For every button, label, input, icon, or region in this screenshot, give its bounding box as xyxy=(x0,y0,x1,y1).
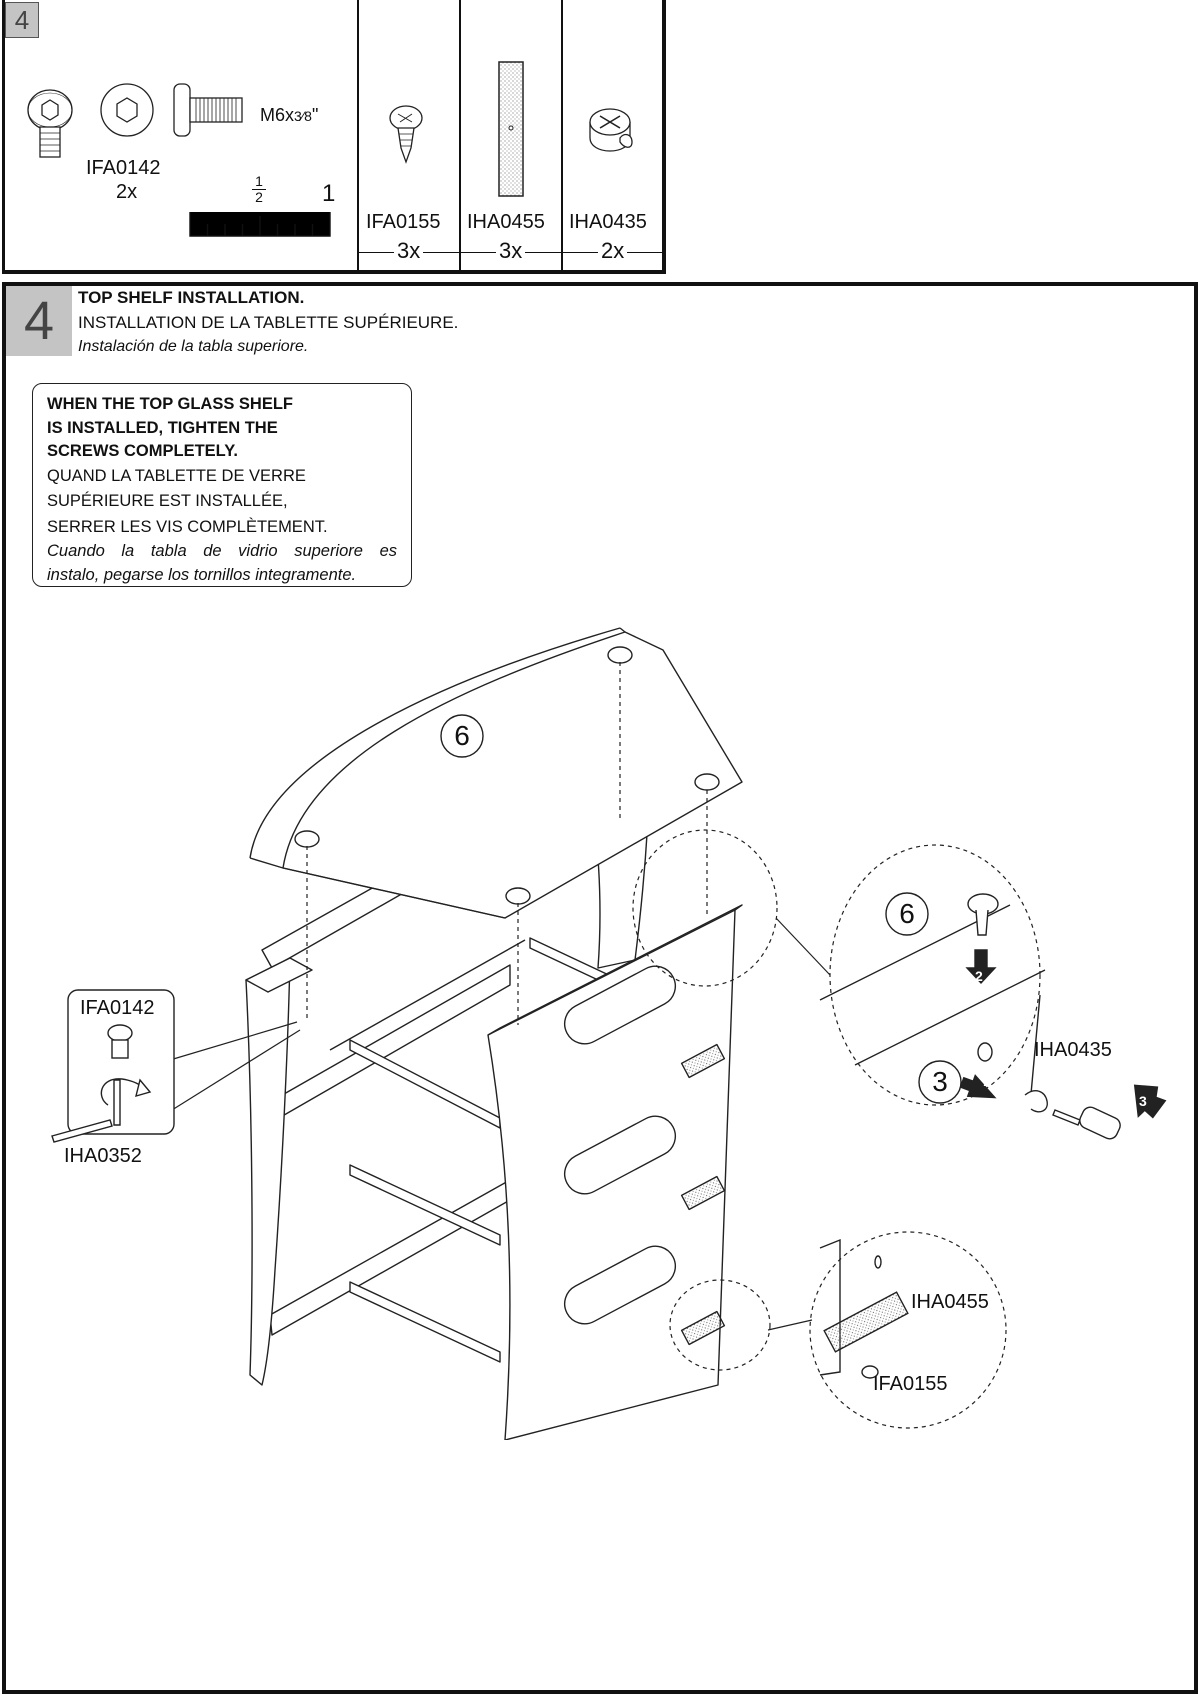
step-title-fr: INSTALLATION DE LA TABLETTE SUPÉRIEURE. xyxy=(78,313,459,332)
tighten-screws-note: WHEN THE TOP GLASS SHELF IS INSTALLED, T… xyxy=(32,383,412,587)
cam-lock-icon xyxy=(589,108,633,152)
callout-iha0352-label: IHA0352 xyxy=(64,1145,142,1167)
note-es-line: instalo, pegarse los tornillos integrame… xyxy=(47,565,357,584)
ruler-one-label: 1 xyxy=(322,180,336,207)
iha0435-qty-row: 2x xyxy=(562,240,662,264)
screw-icon xyxy=(389,105,423,164)
iha0455-qty-row: 3x xyxy=(460,240,561,264)
ifa0142-size-label: M6x3⁄8" xyxy=(260,105,319,125)
step-title-en: TOP SHELF INSTALLATION. xyxy=(78,288,305,307)
note-en-line: SCREWS COMPLETELY. xyxy=(47,442,238,460)
ruler-half-label: 1 2 xyxy=(252,174,266,205)
note-fr-line: QUAND LA TABLETTE DE VERRE xyxy=(47,466,306,485)
step-panel xyxy=(2,282,1198,1694)
detail-iha0455-label: IHA0455 xyxy=(911,1291,989,1313)
parts-divider xyxy=(561,0,563,272)
ifa0142-bolt-icons xyxy=(27,83,243,158)
ruler-icon xyxy=(189,212,331,237)
parts-divider xyxy=(357,0,359,272)
detail-ifa0155-label: IFA0155 xyxy=(873,1373,948,1395)
parts-divider xyxy=(459,0,461,272)
note-en-line: WHEN THE TOP GLASS SHELF xyxy=(47,395,293,413)
note-es-line: Cuando la tabla de vidrio superiore es xyxy=(47,542,397,560)
felt-pad-icon xyxy=(498,61,524,197)
parts-step-number: 4 xyxy=(5,2,39,38)
step-title-es: Instalación de la tabla superiore. xyxy=(78,338,309,355)
step-arrow-2-label: 2 xyxy=(975,968,983,984)
glass-shelf-part-number: 6 xyxy=(454,720,470,751)
ifa0142-qty: 2x xyxy=(116,181,138,203)
ifa0142-code: IFA0142 xyxy=(86,157,161,179)
step-arrow-3-label: 3 xyxy=(1139,1093,1147,1109)
ifa0155-code: IFA0155 xyxy=(366,211,441,233)
detail-shelf-part-number: 6 xyxy=(899,898,915,929)
note-fr-line: SERRER LES VIS COMPLÈTEMENT. xyxy=(47,517,328,536)
note-en-line: IS INSTALLED, TIGHTEN THE xyxy=(47,418,278,437)
parts-panel xyxy=(2,0,666,274)
step-number: 4 xyxy=(6,286,72,356)
iha0435-code: IHA0435 xyxy=(569,211,647,233)
callout-ifa0142-label: IFA0142 xyxy=(80,997,155,1019)
assembly-diagram xyxy=(51,627,1167,1440)
detail-iha0435-label: IHA0435 xyxy=(1034,1039,1112,1061)
step-arrow-1-label: 1 xyxy=(983,1073,991,1089)
detail-panel-part-number: 3 xyxy=(932,1066,948,1097)
iha0455-code: IHA0455 xyxy=(467,211,545,233)
ifa0155-qty-row: 3x xyxy=(358,240,459,264)
note-fr-line: SUPÉRIEURE EST INSTALLÉE, xyxy=(47,492,288,510)
